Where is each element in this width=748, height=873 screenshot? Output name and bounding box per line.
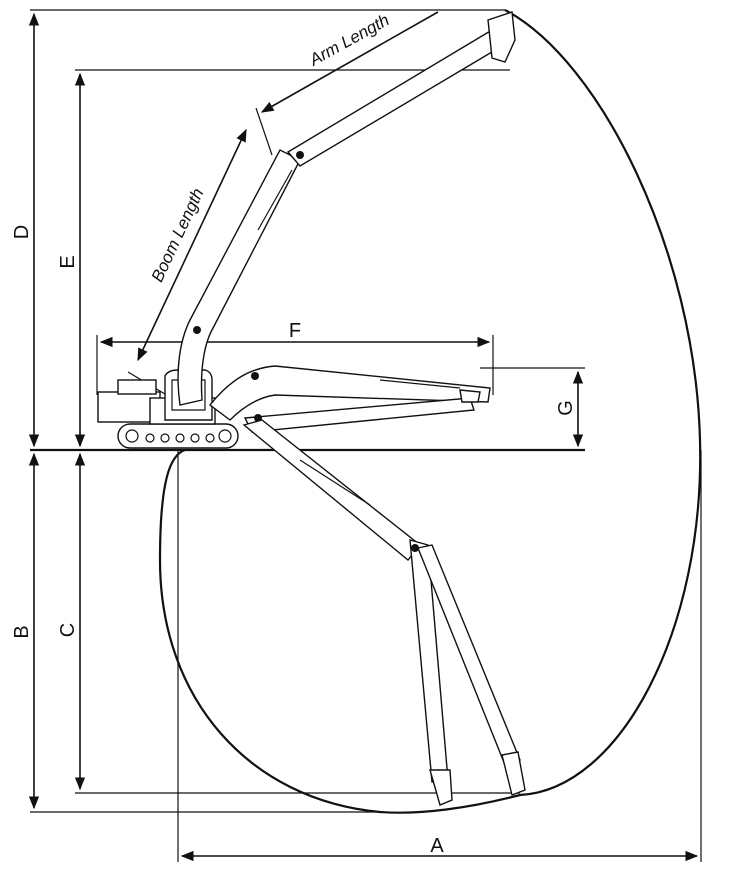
dimension-f-label: F: [289, 320, 301, 342]
boom-arm-high-reach: [177, 11, 516, 406]
dimension-a-label: A: [430, 835, 444, 857]
dimension-d-label: D: [11, 225, 33, 239]
dimension-c-label: C: [57, 623, 79, 637]
dimension-b-label: B: [11, 625, 33, 638]
dimension-e-label: E: [57, 255, 79, 268]
arm-length-label: Arm Length: [306, 10, 393, 70]
boom-length-ext-top: [255, 107, 273, 156]
dimension-g-label: G: [555, 400, 577, 416]
boom-length-line: [137, 128, 247, 362]
arm-length-line: [260, 11, 439, 113]
working-range-envelope: [158, 9, 702, 814]
boom-arm-deep-dig: [242, 419, 526, 806]
boom-length-label: Boom Length: [148, 185, 208, 285]
